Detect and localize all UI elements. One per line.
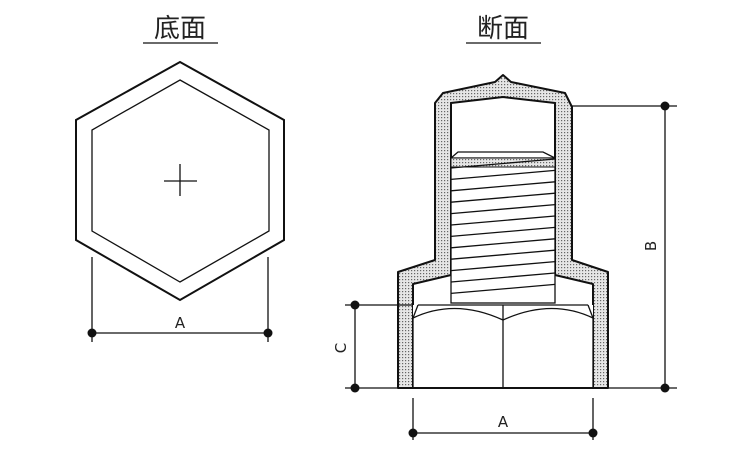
outer-hexagon	[75, 60, 285, 302]
thread-line	[450, 181, 556, 192]
dimension-b: B	[572, 101, 677, 393]
thread-line	[450, 272, 556, 283]
thread-line	[450, 249, 556, 260]
hex-nut	[398, 304, 608, 389]
thread-line	[450, 226, 556, 238]
thread-line	[450, 215, 556, 226]
section-view-title: 断面	[477, 14, 529, 44]
thread-line	[450, 192, 556, 203]
thread-line	[450, 203, 556, 215]
dimension-c: C	[332, 300, 413, 393]
dimension-label-c: C	[332, 343, 350, 353]
dimension-label-a: A	[498, 413, 509, 431]
bottom-view-title: 底面	[154, 14, 206, 44]
inner-hexagon	[91, 79, 270, 283]
center-mark	[164, 164, 197, 196]
thread-line	[450, 260, 556, 272]
dimension-a-bottom: A	[87, 257, 273, 342]
threaded-bolt	[450, 151, 556, 304]
dimension-label-a: A	[175, 314, 186, 332]
thread-line	[450, 169, 556, 181]
thread-line	[450, 238, 556, 249]
thread-line	[450, 158, 556, 169]
bottom-view: 底面 A	[75, 14, 285, 342]
dimension-label-b: B	[642, 241, 660, 251]
section-view: 断面 B	[332, 14, 677, 440]
dimension-a-section: A	[408, 398, 598, 440]
thread-line	[450, 283, 556, 295]
